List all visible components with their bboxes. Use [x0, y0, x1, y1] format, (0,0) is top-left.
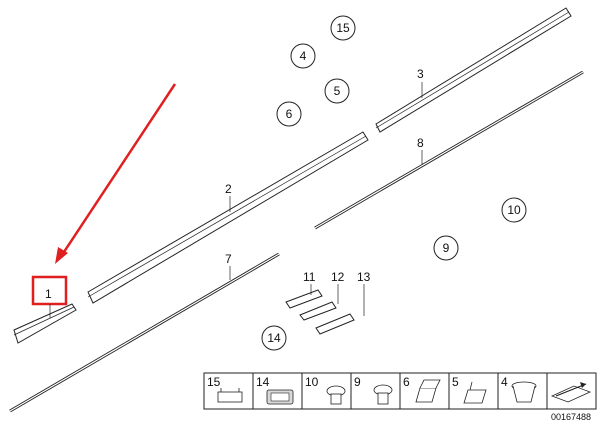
legend-arrow-icon	[550, 382, 592, 403]
callout-7: 7	[225, 252, 232, 266]
legend-part-5-icon	[463, 381, 487, 404]
callout-12: 12	[331, 270, 345, 284]
callout-8: 8	[417, 136, 424, 150]
legend-part-15-icon	[217, 388, 243, 403]
callout-13: 13	[357, 270, 371, 284]
callout-9: 9	[443, 241, 450, 255]
circled-callout-4: 4	[290, 43, 316, 69]
legend-part-14-icon	[266, 389, 294, 405]
clip-parts-11-13	[285, 284, 365, 335]
part-2-trim	[87, 131, 369, 304]
callout-15: 15	[336, 21, 350, 35]
circled-callout-9: 9	[433, 235, 459, 261]
part-1-trim	[13, 303, 77, 344]
callout-1: 1	[45, 287, 52, 301]
callout-4: 4	[300, 49, 307, 63]
part-3-trim	[375, 7, 572, 133]
legend-label-10: 10	[305, 375, 319, 389]
legend-part-9-icon	[373, 384, 393, 405]
circled-callout-14: 14	[261, 325, 287, 351]
legend-label-15: 15	[207, 375, 221, 389]
circled-callout-15: 15	[330, 15, 356, 41]
callout-3: 3	[417, 67, 424, 81]
part-8-rail	[314, 70, 584, 230]
circled-callout-6: 6	[276, 101, 302, 127]
highlight-arrow	[55, 83, 177, 264]
legend-label-6: 6	[403, 375, 410, 389]
circled-callout-5: 5	[324, 78, 350, 104]
legend-part-6-icon	[415, 379, 441, 403]
legend-label-9: 9	[354, 375, 361, 389]
legend-part-4-icon	[511, 381, 537, 403]
legend-part-10-icon	[326, 385, 346, 405]
highlight-box	[31, 275, 68, 306]
legend-label-4: 4	[501, 375, 508, 389]
callout-5: 5	[334, 84, 341, 98]
callout-6: 6	[286, 107, 293, 121]
callout-14: 14	[267, 331, 281, 345]
document-number: 00167488	[551, 412, 591, 422]
callout-11: 11	[303, 270, 316, 284]
circled-callout-10: 10	[501, 197, 527, 223]
callout-2: 2	[225, 182, 232, 196]
part-7-rail	[9, 252, 280, 413]
callout-10: 10	[507, 203, 521, 217]
legend-label-5: 5	[452, 375, 459, 389]
legend-label-14: 14	[256, 375, 270, 389]
legend-strip: 15 14 10 9 6 5 4	[203, 372, 597, 410]
